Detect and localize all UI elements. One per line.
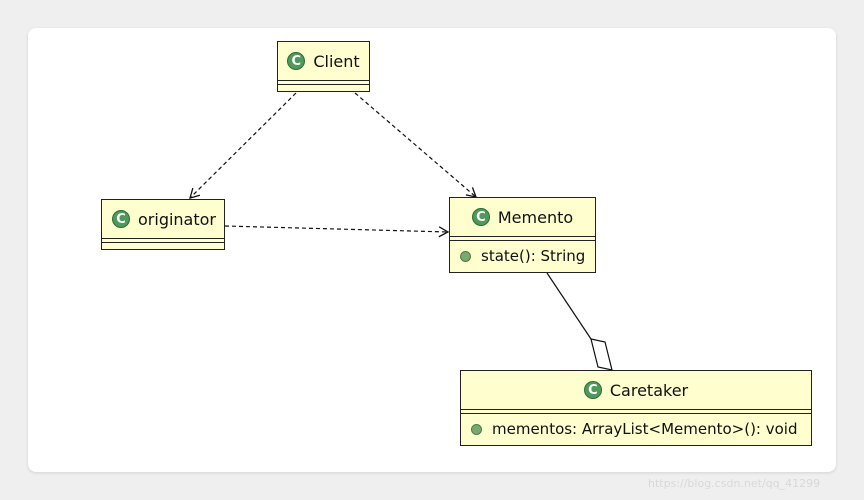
class-name-originator: originator bbox=[138, 209, 216, 229]
class-c-icon: C bbox=[583, 381, 602, 399]
class-originator[interactable]: C originator bbox=[101, 199, 225, 250]
class-c-icon: C bbox=[287, 52, 306, 70]
method-mementos: mementos: ArrayList<Memento>(): void bbox=[492, 420, 798, 438]
class-name-memento: Memento bbox=[497, 207, 574, 227]
public-method-icon bbox=[471, 423, 482, 435]
fields-section bbox=[461, 410, 811, 414]
method-row: state(): String bbox=[450, 241, 595, 271]
class-caretaker[interactable]: C Caretaker mementos: ArrayList<Memento>… bbox=[460, 370, 812, 446]
class-client[interactable]: C Client bbox=[277, 41, 370, 92]
class-c-icon: C bbox=[471, 208, 490, 226]
methods-section: state(): String bbox=[450, 241, 595, 271]
method-row: mementos: ArrayList<Memento>(): void bbox=[461, 414, 811, 444]
class-name-client: Client bbox=[313, 51, 360, 71]
class-c-icon: C bbox=[112, 210, 130, 228]
fields-section bbox=[450, 237, 595, 241]
fields-section bbox=[102, 239, 224, 243]
fields-section bbox=[278, 81, 369, 85]
public-method-icon bbox=[460, 250, 471, 262]
watermark-text: https://blog.csdn.net/qq_41299 bbox=[648, 477, 821, 490]
class-name-caretaker: Caretaker bbox=[609, 380, 689, 400]
class-memento[interactable]: C Memento state(): String bbox=[449, 197, 596, 273]
methods-section: mementos: ArrayList<Memento>(): void bbox=[461, 414, 811, 444]
method-state: state(): String bbox=[481, 247, 586, 265]
